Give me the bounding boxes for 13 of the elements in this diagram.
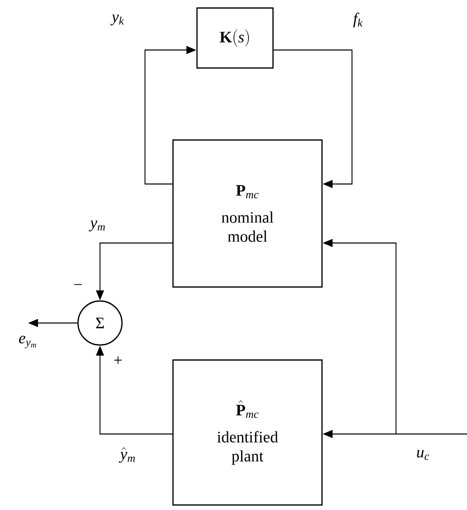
- edge-label: $y_k$: [110, 14, 124, 26]
- edge-label: $e_{y_m}$: [19, 336, 36, 348]
- block-box: $\mathbf{P}_{mc}$ nominal model: [172, 139, 323, 288]
- sign-label: −: [74, 284, 82, 285]
- edge-label: $u_c$: [417, 450, 430, 460]
- edge-label: $f_k$: [353, 12, 363, 28]
- sign-label: +: [114, 356, 122, 364]
- summing-junction: $\Sigma$: [77, 300, 123, 346]
- block-box: $\hat{\mathbf{P}}_{mc}$ identified plant: [172, 359, 323, 506]
- block-box: $\mathbf{K}(s)$: [196, 7, 274, 69]
- edge-label: $\hat{y}_m$: [118, 447, 135, 463]
- edge-label: $y_m$: [88, 220, 105, 232]
- arrow: [273, 50, 352, 188]
